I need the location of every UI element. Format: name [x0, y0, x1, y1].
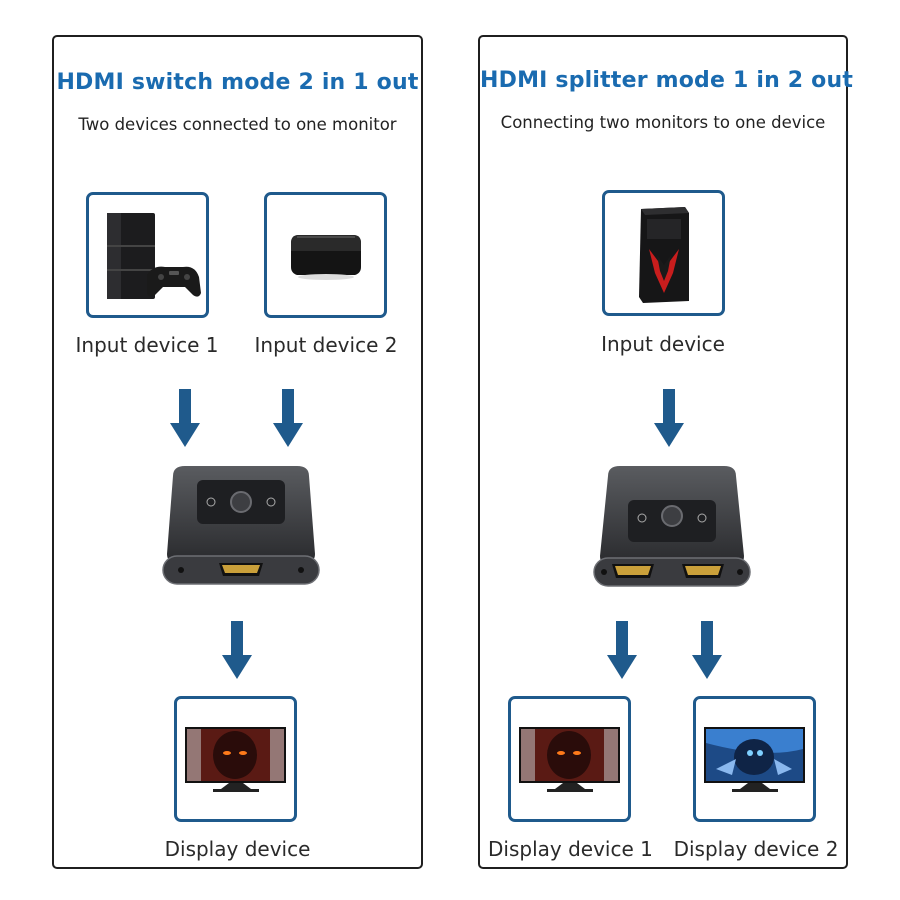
- switch-mode-title: HDMI switch mode 2 in 1 out: [56, 70, 419, 95]
- tv-box-icon: [291, 235, 361, 280]
- monitor-icon: [704, 727, 805, 792]
- switch-mode-panel: HDMI switch mode 2 in 1 out Two devices …: [52, 35, 423, 869]
- down-arrow-icon: [170, 389, 200, 447]
- hdmi-switch-icon: [162, 466, 320, 585]
- display-device-box: [174, 696, 297, 822]
- display-device-label: Display device: [164, 837, 311, 861]
- down-arrow-icon: [222, 621, 252, 679]
- splitter-mode-panel: HDMI splitter mode 1 in 2 out Connecting…: [478, 35, 854, 869]
- monitor-icon: [519, 727, 620, 792]
- input-device-1-label: Input device 1: [75, 333, 219, 357]
- down-arrow-icon: [692, 621, 722, 679]
- hdmi-splitter-icon: [593, 466, 751, 587]
- hdmi-switch-device: [159, 462, 323, 590]
- display-device-2-box: [693, 696, 816, 822]
- display-device-1-box: [508, 696, 631, 822]
- game-console-icon: [107, 213, 201, 299]
- pc-tower-icon: [639, 207, 689, 303]
- splitter-mode-title: HDMI splitter mode 1 in 2 out: [480, 68, 854, 93]
- down-arrow-icon: [273, 389, 303, 447]
- input-device-2-box: [264, 192, 387, 318]
- display-device-1-label: Display device 1: [488, 837, 653, 861]
- switch-mode-subtitle: Two devices connected to one monitor: [78, 115, 397, 134]
- input-device-label: Input device: [601, 332, 725, 356]
- down-arrow-icon: [607, 621, 637, 679]
- input-device-2-label: Input device 2: [254, 333, 398, 357]
- splitter-mode-subtitle: Connecting two monitors to one device: [500, 113, 826, 132]
- display-device-2-label: Display device 2: [673, 837, 839, 861]
- monitor-icon: [185, 727, 286, 792]
- input-device-1-box: [86, 192, 209, 318]
- input-device-box: [602, 190, 725, 316]
- hdmi-splitter-device: [590, 462, 754, 590]
- down-arrow-icon: [654, 389, 684, 447]
